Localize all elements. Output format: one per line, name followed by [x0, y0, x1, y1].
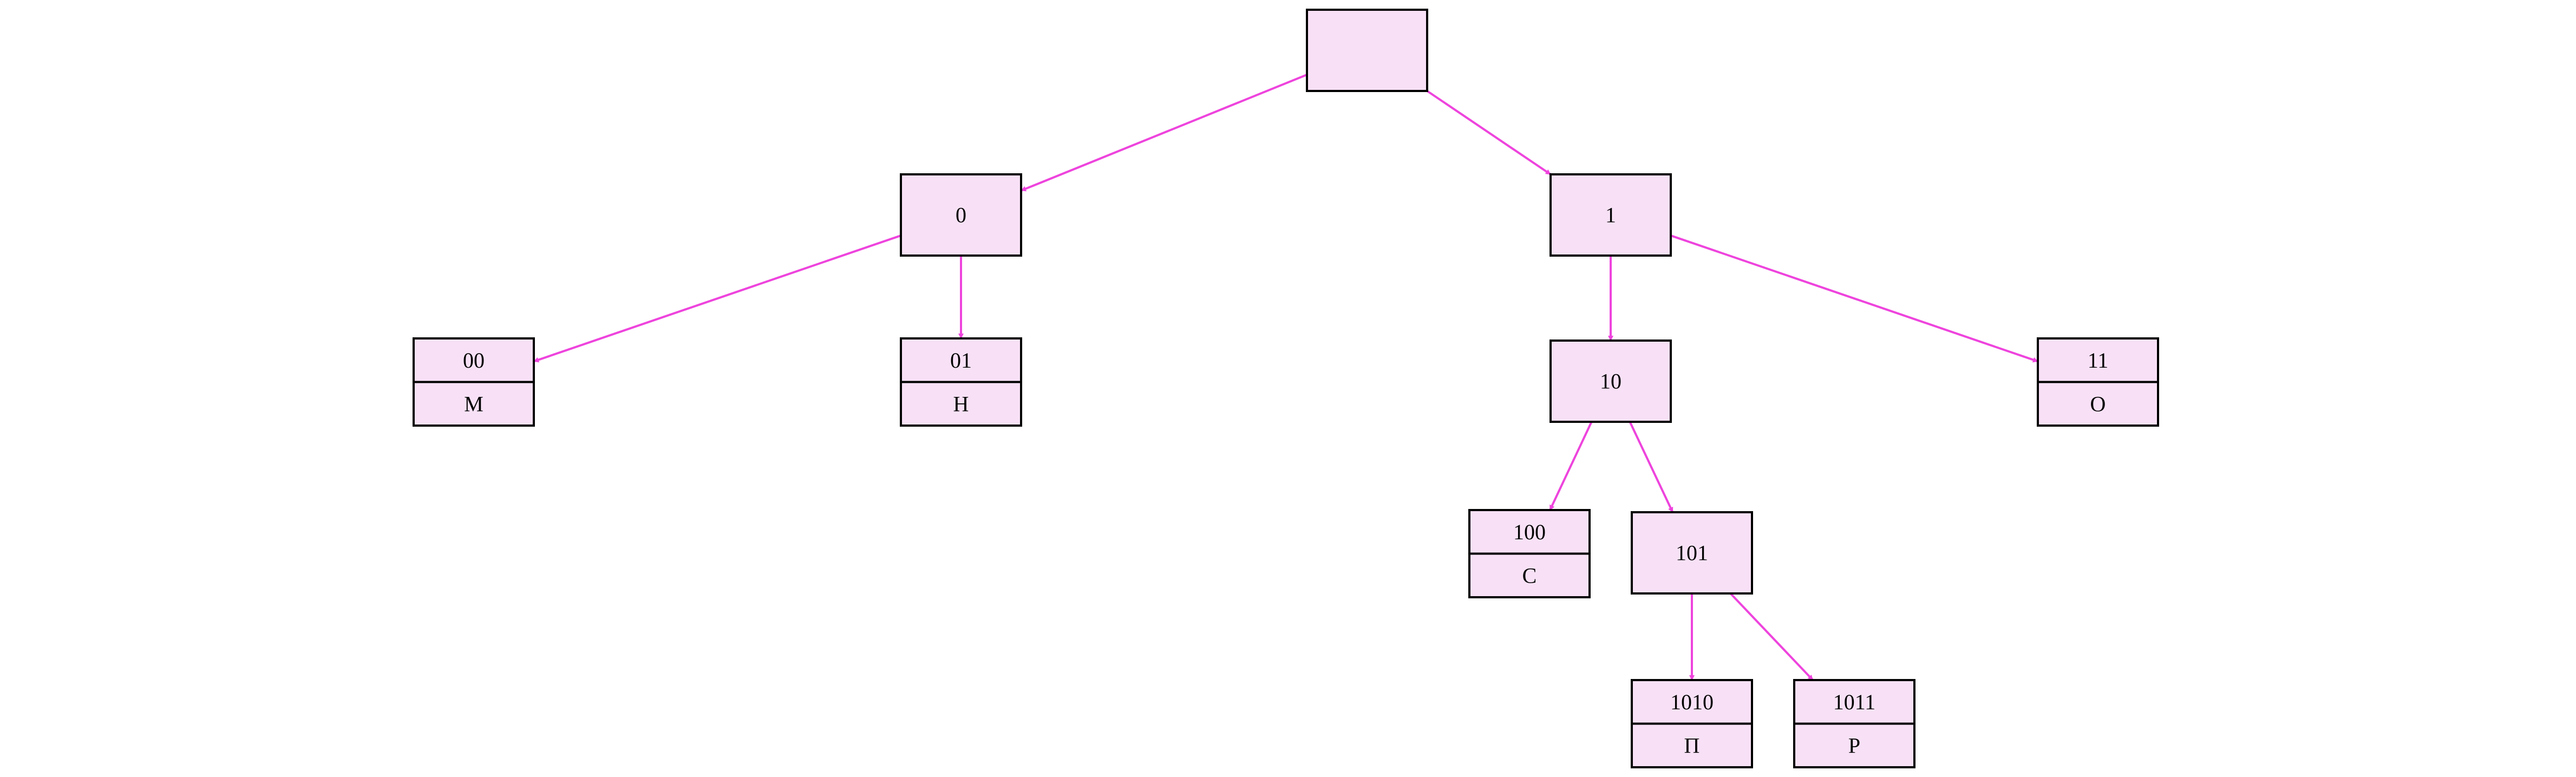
- tree-node-n101: 101: [1631, 511, 1753, 595]
- node-code-label: 1: [1605, 203, 1616, 227]
- node-symbol-label: Р: [1848, 733, 1860, 758]
- tree-node-n11: 11О: [2037, 337, 2159, 427]
- edge-n101-to-n1011: [1729, 592, 1814, 681]
- node-code-label: 10: [1600, 369, 1622, 394]
- edge-n10-to-n100: [1549, 421, 1593, 511]
- node-code-label: 100: [1513, 520, 1546, 544]
- node-box: [1549, 339, 1672, 423]
- node-code-label: 01: [950, 348, 972, 373]
- node-box: [1549, 173, 1672, 257]
- node-symbol-label: П: [1684, 733, 1700, 758]
- node-box: [1631, 511, 1753, 595]
- node-symbol-label: О: [2090, 391, 2106, 416]
- tree-node-root: [1306, 9, 1428, 92]
- node-code-label: 11: [2088, 348, 2109, 373]
- tree-node-n10: 10: [1549, 339, 1672, 423]
- edge-n1-to-n11: [1670, 234, 2038, 363]
- node-code-label: 00: [463, 348, 485, 373]
- node-code-label: 101: [1676, 541, 1708, 565]
- node-box: [1306, 9, 1428, 92]
- node-code-label: 0: [956, 203, 966, 227]
- node-symbol-label: С: [1522, 563, 1537, 587]
- node-code-label: 1010: [1670, 690, 1714, 714]
- tree-node-n00: 00М: [413, 337, 535, 427]
- edge-root-to-n1: [1426, 90, 1552, 175]
- edge-n10-to-n101: [1629, 421, 1674, 513]
- node-symbol-label: М: [464, 391, 483, 416]
- node-code-label: 1011: [1833, 690, 1876, 714]
- tree-node-n01: 01Н: [900, 337, 1022, 427]
- tree-node-n1: 1: [1549, 173, 1672, 257]
- node-box: [900, 173, 1022, 257]
- tree-node-n0: 0: [900, 173, 1022, 257]
- node-symbol-label: Н: [953, 391, 969, 416]
- edge-root-to-n0: [1021, 74, 1307, 192]
- edge-n0-to-n00: [533, 234, 901, 363]
